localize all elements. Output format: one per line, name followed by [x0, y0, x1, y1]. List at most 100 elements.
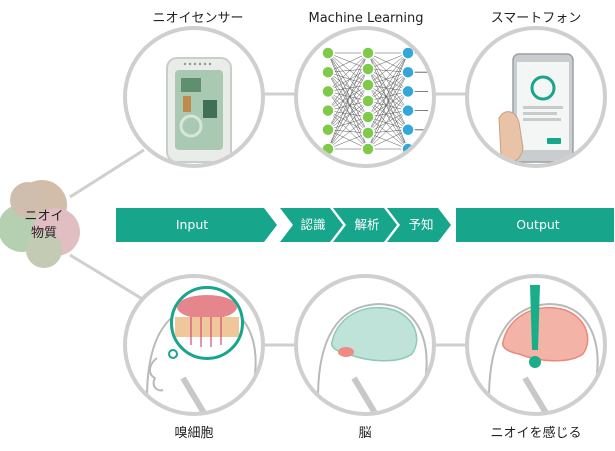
nn-edge: [367, 68, 409, 150]
nn-node: [361, 126, 375, 140]
input-arrow: [116, 208, 277, 242]
nn-edge: [367, 68, 409, 92]
nn-edge: [327, 91, 369, 134]
phone-circle: [465, 26, 607, 168]
odor-substance-line2: 物質: [30, 226, 57, 241]
nn-node: [361, 78, 375, 92]
nn-edge: [367, 84, 409, 111]
exclamation-dot: [529, 356, 541, 368]
nn-edge: [367, 72, 409, 150]
nn-edge: [327, 110, 369, 134]
nn-edge: [367, 52, 409, 134]
nn-edge: [367, 52, 409, 102]
nn-node: [321, 65, 335, 79]
nn-edge: [327, 52, 369, 118]
nn-node: [401, 65, 415, 79]
analyze-arrow: [333, 208, 397, 242]
nn-edge: [327, 100, 369, 111]
nn-edge: [327, 52, 369, 130]
nn-edge: [327, 68, 369, 111]
nn-node: [361, 110, 375, 124]
phone-label: スマートフォン: [490, 11, 582, 26]
nn-edge: [367, 100, 409, 131]
nn-edge: [367, 68, 409, 130]
olfactory-zoom-circle: [170, 286, 244, 360]
output-bar: [456, 208, 614, 242]
nn-edge: [367, 84, 409, 92]
nn-edge: [367, 52, 409, 86]
nn-edge: [327, 84, 369, 150]
sensor-label: ニオイセンサー: [152, 11, 244, 26]
nn-edge: [367, 100, 409, 111]
nn-edge: [367, 72, 409, 134]
predict-text: 予知: [408, 217, 433, 232]
neural-network-image: [321, 46, 428, 156]
connector-to-olfactory: [69, 253, 145, 302]
nn-edge: [327, 72, 369, 118]
nn-edge: [367, 84, 409, 150]
nn-edge: [327, 71, 369, 102]
recognize-text: 認識: [300, 217, 325, 232]
nn-node: [321, 142, 335, 156]
nn-edge: [327, 68, 369, 150]
odor-substance-line1: ニオイ: [24, 209, 64, 224]
nn-node: [401, 46, 415, 60]
nn-edge: [367, 91, 409, 118]
exclamation-bar: [530, 285, 540, 350]
nn-node: [321, 103, 335, 118]
nn-edge: [327, 100, 369, 131]
nn-edge: [367, 68, 409, 111]
nn-edge: [327, 52, 369, 134]
nn-node: [401, 84, 415, 99]
nn-edge: [327, 52, 369, 102]
nn-edge: [367, 71, 409, 86]
nn-node: [361, 142, 375, 156]
nn-edge: [327, 52, 369, 73]
nn-edge: [367, 116, 409, 150]
nn-edge: [367, 72, 409, 118]
brain-circle: [294, 274, 436, 416]
nn-edge: [327, 116, 369, 131]
nn-edge: [327, 116, 369, 150]
smartphone-image: [498, 53, 574, 163]
nn-edge: [367, 52, 409, 118]
nn-edge: [367, 91, 409, 134]
ml-label: Machine Learning: [308, 11, 424, 26]
ml-circle: [294, 26, 436, 168]
nn-edge: [327, 84, 369, 130]
nn-edge: [327, 100, 369, 150]
nn-edge: [327, 72, 369, 134]
nn-edge: [327, 132, 369, 150]
connector-to-sensor: [69, 148, 145, 199]
nn-node: [401, 103, 415, 118]
nn-node: [361, 62, 375, 76]
nn-edge: [327, 52, 369, 86]
nn-edge: [367, 129, 409, 150]
head-brain-image: [317, 302, 428, 412]
nn-edge: [367, 110, 409, 134]
olfactory-label: 嗅細胞: [174, 426, 214, 441]
nn-edge: [327, 110, 369, 118]
brain-label: 脳: [358, 426, 372, 441]
nn-edge: [327, 52, 369, 111]
nn-node: [361, 46, 375, 60]
nn-edge: [327, 84, 369, 92]
sensor-circle: [123, 26, 265, 168]
nn-node: [321, 84, 335, 99]
nn-node: [401, 123, 415, 137]
nn-edge: [367, 110, 409, 150]
nn-node: [361, 94, 375, 108]
predict-arrow: [387, 208, 451, 242]
perceive-label: ニオイを感じる: [490, 426, 582, 441]
odor-substance-label: ニオイ 物質: [12, 208, 76, 242]
analyze-text: 解析: [354, 217, 379, 232]
input-text: Input: [176, 217, 208, 232]
recognize-arrow: [280, 208, 343, 242]
head-perceive-image: [488, 302, 599, 412]
nn-edge: [327, 91, 369, 102]
nn-edge: [367, 52, 409, 70]
